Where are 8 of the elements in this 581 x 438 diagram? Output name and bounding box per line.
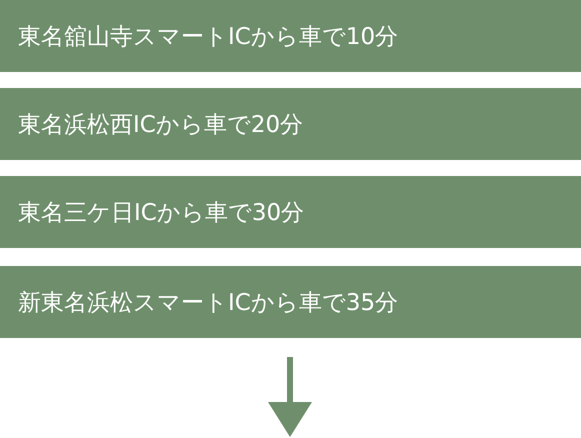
- route-box: [0, 176, 581, 248]
- route-box: [0, 266, 581, 338]
- route-text: 東名舘山寺スマートICから車で10分: [18, 22, 398, 52]
- route-text: 新東名浜松スマートICから車で35分: [18, 288, 398, 318]
- route-text: 東名浜松西ICから車で20分: [18, 110, 304, 140]
- route-box: [0, 88, 581, 160]
- route-box: [0, 0, 581, 72]
- route-text: 東名三ケ日ICから車で30分: [18, 198, 304, 228]
